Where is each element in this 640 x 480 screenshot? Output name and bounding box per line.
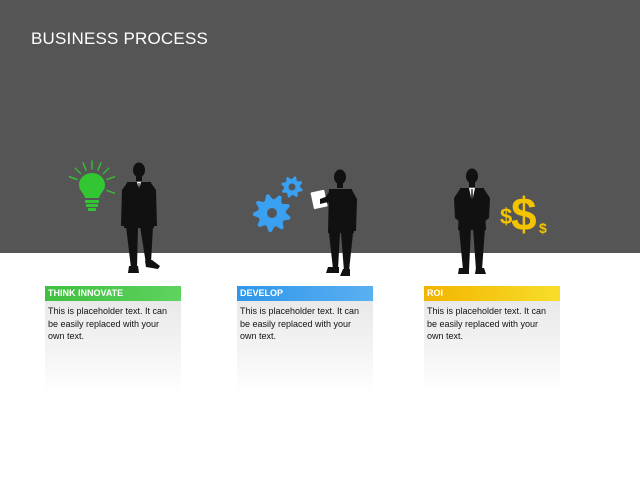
step-text-think-innovate: This is placeholder text. It can be easi… bbox=[45, 301, 181, 394]
light-ray bbox=[102, 167, 110, 175]
light-ray bbox=[106, 189, 116, 194]
light-ray bbox=[82, 162, 87, 171]
svg-text:$: $ bbox=[511, 188, 537, 240]
step-card-roi: ROI This is placeholder text. It can be … bbox=[424, 286, 560, 394]
svg-text:$: $ bbox=[539, 220, 547, 236]
step-card-develop: DEVELOP This is placeholder text. It can… bbox=[237, 286, 373, 394]
svg-text:$: $ bbox=[500, 204, 512, 229]
lightbulb-icon bbox=[68, 160, 116, 211]
header-band bbox=[0, 0, 640, 253]
slide-title: BUSINESS PROCESS bbox=[31, 29, 209, 48]
light-ray bbox=[68, 176, 78, 181]
light-ray bbox=[97, 162, 102, 171]
step-text-roi: This is placeholder text. It can be easi… bbox=[424, 301, 560, 394]
step-text-develop: This is placeholder text. It can be easi… bbox=[237, 301, 373, 394]
dollar-signs-icon: $ $ $ bbox=[500, 188, 547, 240]
businessman-silhouette-2 bbox=[310, 169, 357, 276]
businessman-silhouette-1 bbox=[121, 162, 160, 273]
light-ray bbox=[74, 167, 82, 175]
step-card-think-innovate: THINK INNOVATE This is placeholder text.… bbox=[45, 286, 181, 394]
gears-icon bbox=[253, 176, 303, 232]
step-title-develop: DEVELOP bbox=[237, 286, 373, 301]
step-title-think-innovate: THINK INNOVATE bbox=[45, 286, 181, 301]
light-ray bbox=[106, 176, 116, 181]
businessman-silhouette-3 bbox=[454, 168, 490, 274]
step-title-roi: ROI bbox=[424, 286, 560, 301]
